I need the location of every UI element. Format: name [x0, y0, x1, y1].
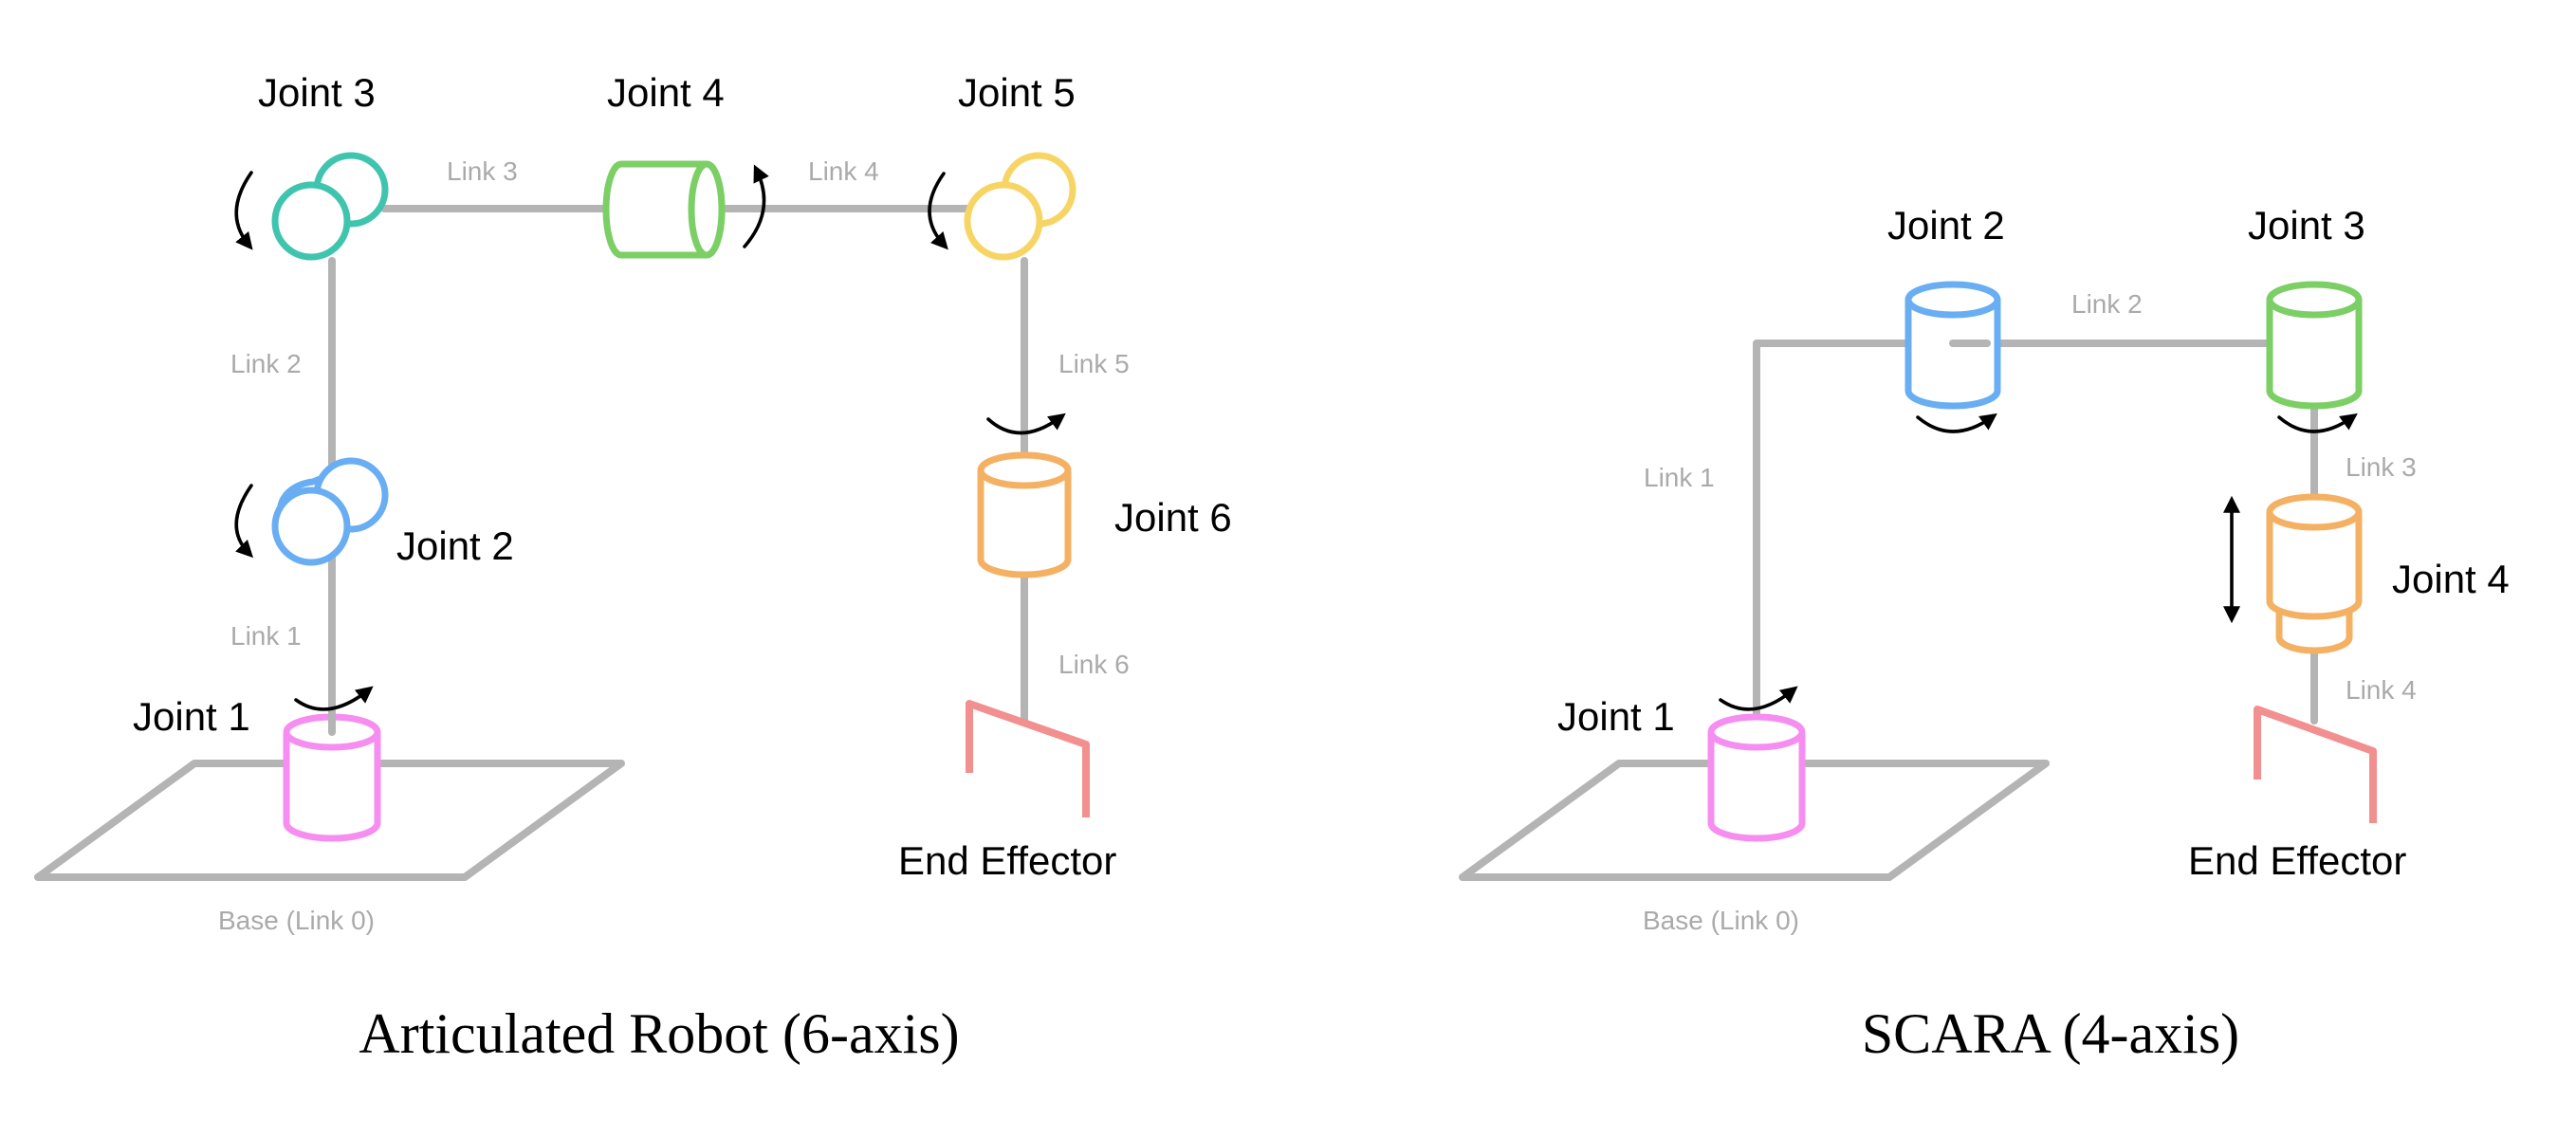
articulated-joint-5-cylinder [964, 152, 1076, 261]
articulated-base-label: Base (Link 0) [218, 906, 375, 935]
articulated-link-4-label: Link 4 [808, 156, 879, 186]
articulated-link-1-label: Link 1 [230, 621, 302, 651]
articulated-link-2-label: Link 2 [230, 349, 302, 378]
scara-link-1 [1753, 340, 1910, 734]
articulated-title: Articulated Robot (6-axis) [359, 1002, 959, 1065]
articulated-joint-3-cylinder [271, 152, 389, 261]
scara-joint-1-label: Joint 1 [1557, 694, 1675, 739]
scara-joint-3-label: Joint 3 [2248, 203, 2365, 248]
articulated-joint-2-cylinder [271, 457, 389, 566]
joint-6-rotation-arrow [986, 413, 1066, 435]
scara-end-effector [2254, 706, 2377, 823]
joint-3-rotation-arrow [234, 171, 253, 250]
articulated-end-effector [966, 700, 1090, 817]
scara-joint-2-label: Joint 2 [1887, 203, 2005, 248]
articulated-joint-3-label: Joint 3 [258, 70, 376, 115]
scara-title: SCARA (4-axis) [1862, 1002, 2239, 1065]
joint-1-rotation-arrow [294, 686, 374, 711]
articulated-joint-4-label: Joint 4 [607, 70, 725, 115]
articulated-joint-6-label: Joint 6 [1114, 495, 1232, 540]
scara-robot-diagram: Joint 1 Joint 2 Joint 3 Joint 4 Base (Li… [1459, 203, 2510, 1065]
scara-end-effector-label: End Effector [2188, 838, 2406, 883]
scara-link-4-label: Link 4 [2346, 675, 2417, 705]
articulated-joint-1-label: Joint 1 [133, 694, 250, 739]
scara-joint-1-rotation-arrow [1719, 686, 1798, 711]
joint-2-rotation-arrow [234, 484, 253, 559]
scara-link-1-label: Link 1 [1644, 463, 1715, 492]
scara-joint-2-rotation-arrow [1916, 413, 1997, 433]
scara-joint-3-rotation-arrow [2277, 413, 2358, 433]
joint-4-rotation-arrow [743, 164, 769, 248]
scara-joint-4-label: Joint 4 [2392, 557, 2510, 601]
articulated-joint-4-cylinder [602, 160, 726, 259]
scara-joint-1-cylinder [1707, 713, 1806, 842]
scara-joint-4-cylinder [2266, 493, 2363, 654]
articulated-end-effector-label: End Effector [898, 838, 1116, 883]
articulated-link-6-label: Link 6 [1058, 650, 1130, 679]
scara-joint-3-cylinder [2266, 281, 2363, 410]
scara-base-label: Base (Link 0) [1643, 906, 1799, 935]
articulated-joint-2-label: Joint 2 [396, 523, 514, 568]
articulated-joint-5-label: Joint 5 [958, 70, 1076, 115]
scara-link-2-label: Link 2 [2071, 289, 2143, 319]
articulated-link-5-label: Link 5 [1058, 349, 1130, 378]
joint-5-rotation-arrow [928, 172, 948, 250]
articulated-robot-diagram: Joint 1 Joint 2 Joint 3 Joint 4 Joint 5 … [34, 70, 1232, 1065]
articulated-link-3-label: Link 3 [447, 156, 518, 186]
scara-joint-2-cylinder [1904, 281, 2001, 410]
scara-link-3-label: Link 3 [2346, 452, 2417, 482]
articulated-joint-6-cylinder [977, 451, 1072, 578]
